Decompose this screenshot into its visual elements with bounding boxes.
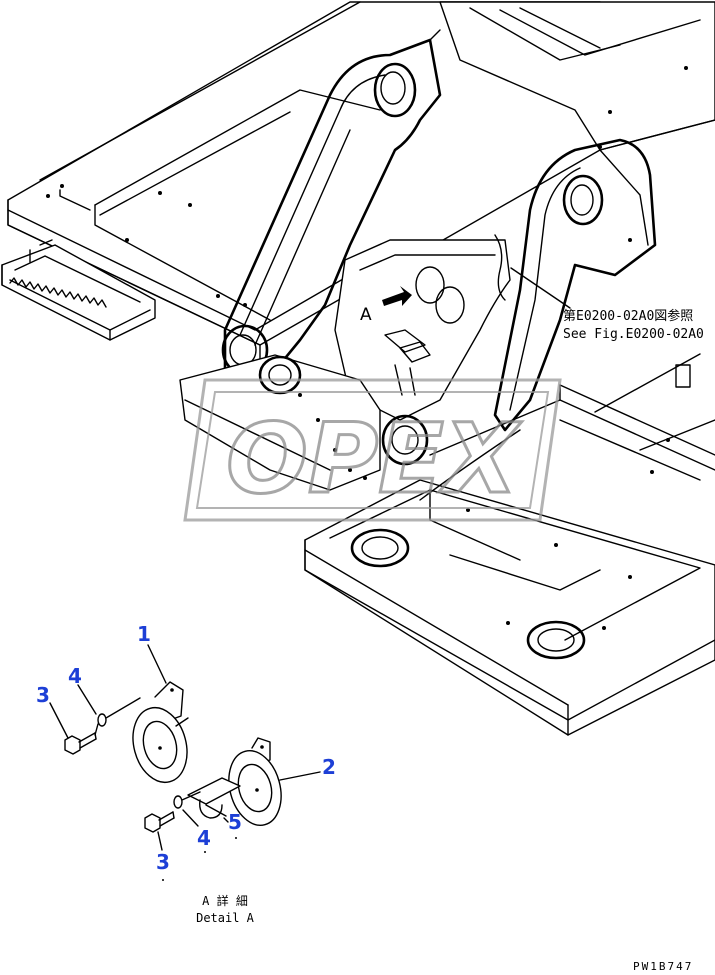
callout-bracket: 5	[228, 810, 242, 834]
callout-washer-upper: 4	[68, 664, 82, 688]
callout-washer-lower: 4	[197, 826, 211, 850]
callout-bolt-lower: 3	[156, 850, 170, 874]
bracket-5	[187, 777, 241, 819]
opex-watermark: OPEX	[183, 378, 562, 522]
right-frame-rail	[429, 364, 715, 481]
right-boom-bracket	[493, 138, 657, 432]
document-number: PW1B747	[633, 960, 694, 973]
callout-horn-1: 1	[137, 622, 151, 646]
horn-2	[228, 737, 321, 826]
detail-caption-en: Detail A	[196, 911, 254, 925]
center-web-plate	[334, 239, 511, 421]
reference-note-en: See Fig.E0200-02A0	[563, 327, 704, 342]
left-frame-rail	[7, 1, 601, 361]
callout-horn-2: 2	[322, 755, 336, 779]
watermark-text: OPEX	[226, 403, 522, 515]
bolt-3-lower	[144, 811, 175, 833]
view-label-a: A	[360, 305, 372, 325]
callout-bolt-upper: 3	[36, 683, 50, 707]
rail-detail-line	[594, 353, 701, 413]
bolt-3-upper	[64, 732, 97, 755]
detail-a	[49, 644, 321, 881]
detail-caption-jp: A 詳 細	[202, 894, 248, 908]
lower-cross-member	[179, 354, 429, 491]
reference-leader	[510, 267, 571, 309]
reference-note-jp: 第E0200-02A0図参照	[563, 309, 694, 324]
left-boom-bracket	[221, 29, 442, 397]
step-plate	[1, 239, 156, 341]
horn-1	[132, 681, 189, 784]
